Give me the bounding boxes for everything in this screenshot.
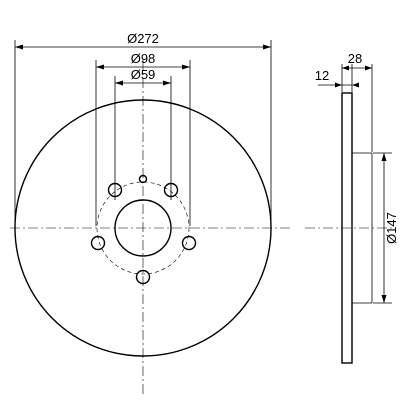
hat-diameter-label: Ø147 — [384, 212, 399, 244]
locating-hole — [138, 174, 148, 184]
thickness-label: 12 — [315, 68, 329, 83]
arrow-272-right — [263, 44, 271, 50]
bolt-hole-left — [90, 235, 106, 251]
arrow-59-right — [163, 80, 171, 86]
bolt-circle — [96, 181, 190, 275]
center-bore — [114, 199, 172, 257]
arrow-272-left — [15, 44, 23, 50]
disc-cross-section — [341, 92, 353, 364]
arrow-28-left — [342, 65, 349, 71]
arrow-98-right — [182, 64, 190, 70]
bolt-hole-right — [181, 235, 197, 251]
arrow-147-bottom — [381, 295, 387, 303]
hat-height-label: 28 — [348, 51, 362, 66]
bolt-circle-label: Ø98 — [131, 51, 156, 66]
outer-diameter-label: Ø272 — [127, 31, 159, 46]
disc-outer-edge — [14, 99, 272, 357]
arrow-28-right — [365, 65, 372, 71]
front-view: Ø272 Ø98 Ø59 — [10, 31, 290, 395]
arrow-147-top — [381, 153, 387, 161]
arrow-12-right — [352, 82, 359, 88]
arrow-12-left — [335, 82, 342, 88]
arrow-98-left — [96, 64, 104, 70]
arrow-59-left — [115, 80, 123, 86]
bolt-hole-bottom — [135, 269, 151, 285]
center-bore-label: Ø59 — [131, 67, 156, 82]
side-view: 12 28 Ø147 — [305, 51, 399, 364]
